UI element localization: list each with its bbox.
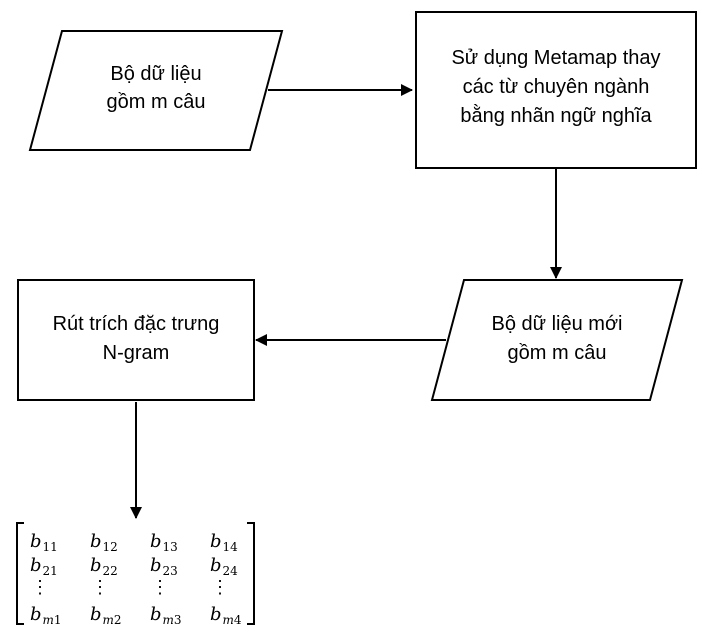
ngram-process-node: Rút trích đặc trưng N-gram [17,279,255,401]
matrix-vertical-ellipsis: ⋮ [31,577,49,598]
new-dataset-node: Bộ dữ liệu mới gồm m câu [430,279,684,401]
matrix-right-bracket [247,522,255,625]
matrix-cell-b22: b22 [90,555,118,578]
metamap-line-2: các từ chuyên ngành [463,76,650,98]
ngram-line-1: Rút trích đặc trưng [53,313,220,335]
ngram-line-2: N-gram [103,342,170,364]
matrix-cell-bm2: bm2 [90,604,122,627]
new-dataset-line-2: gồm m câu [508,342,607,364]
matrix-vertical-ellipsis: ⋮ [211,577,229,598]
matrix-cell-bm1: bm1 [30,604,62,627]
matrix-cell-bm4: bm4 [210,604,242,627]
metamap-process-node: Sử dụng Metamap thay các từ chuyên ngành… [415,11,697,169]
matrix-cell-bm3: bm3 [150,604,182,627]
metamap-line-3: bằng nhãn ngữ nghĩa [460,104,652,127]
matrix-cell-b12: b12 [90,531,118,554]
metamap-line-1: Sử dụng Metamap thay [451,47,660,69]
input-dataset-line-1: Bộ dữ liệu [110,63,201,85]
input-dataset-line-2: gồm m câu [107,91,206,113]
matrix-cell-b24: b24 [210,555,238,578]
new-dataset-line-1: Bộ dữ liệu mới [492,313,623,335]
matrix-vertical-ellipsis: ⋮ [91,577,109,598]
matrix-cell-b14: b14 [210,531,238,554]
matrix-cell-b21: b21 [30,555,58,578]
input-dataset-node: Bộ dữ liệu gồm m câu [28,30,284,151]
matrix-cell-b13: b13 [150,531,178,554]
matrix-cell-b11: b11 [30,531,58,554]
matrix-left-bracket [16,522,24,625]
matrix-cell-b23: b23 [150,555,178,578]
matrix-vertical-ellipsis: ⋮ [151,577,169,598]
